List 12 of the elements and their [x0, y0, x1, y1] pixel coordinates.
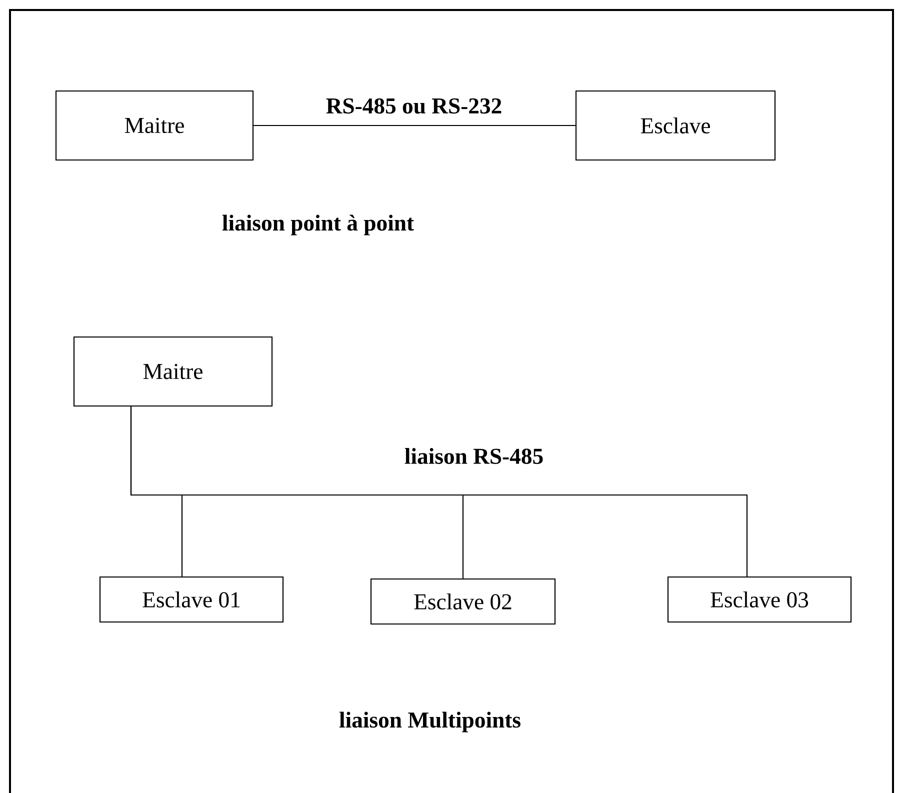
- box: Maitre: [73, 336, 273, 407]
- caption-text: liaison RS-485: [404, 448, 543, 464]
- box: Esclave 01: [99, 576, 284, 623]
- box: Maitre: [55, 90, 254, 161]
- box: Esclave 02: [370, 578, 556, 625]
- box: Esclave: [575, 90, 776, 161]
- connector-line: [254, 124, 576, 126]
- caption-text: liaison Multipoints: [339, 712, 520, 732]
- edge-label: RS-485 ou RS-232: [324, 96, 504, 115]
- box: Esclave 03: [667, 576, 852, 623]
- connector-line: [130, 406, 748, 576]
- caption-text: liaison point à point: [222, 214, 414, 236]
